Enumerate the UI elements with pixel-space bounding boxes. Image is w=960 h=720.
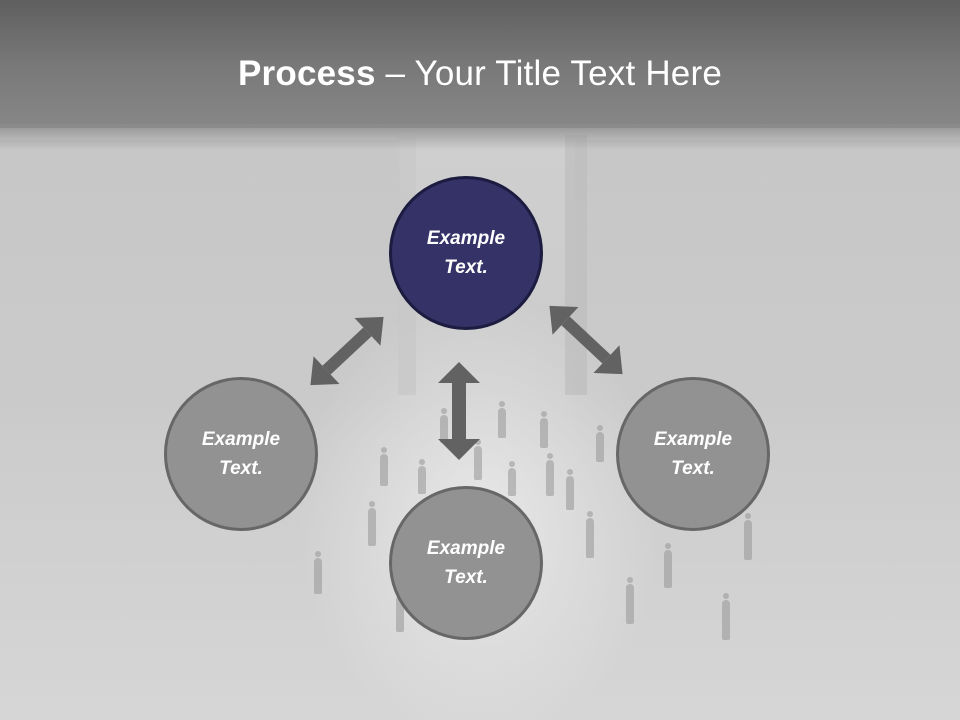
background-wall-right xyxy=(575,140,960,440)
node-bottom-line2: Text. xyxy=(444,567,488,588)
title-bold-part: Process xyxy=(238,54,376,93)
slide-title[interactable]: Process – Your Title Text Here xyxy=(0,52,960,96)
process-node-left[interactable]: Example Text. xyxy=(164,377,318,531)
node-top-line1: Example xyxy=(426,228,506,249)
node-left-line1: Example xyxy=(201,429,281,450)
process-node-bottom[interactable]: Example Text. xyxy=(389,486,543,640)
node-top-line2: Text. xyxy=(444,257,488,278)
node-right-line1: Example xyxy=(653,429,733,450)
process-node-right[interactable]: Example Text. xyxy=(616,377,770,531)
title-regular-part: – Your Title Text Here xyxy=(375,54,722,93)
node-bottom-line1: Example xyxy=(426,538,506,559)
node-left-line2: Text. xyxy=(219,458,263,479)
process-node-top[interactable]: Example Text. xyxy=(389,176,543,330)
title-band xyxy=(0,0,960,128)
title-band-fade xyxy=(0,124,960,150)
node-right-line2: Text. xyxy=(671,458,715,479)
